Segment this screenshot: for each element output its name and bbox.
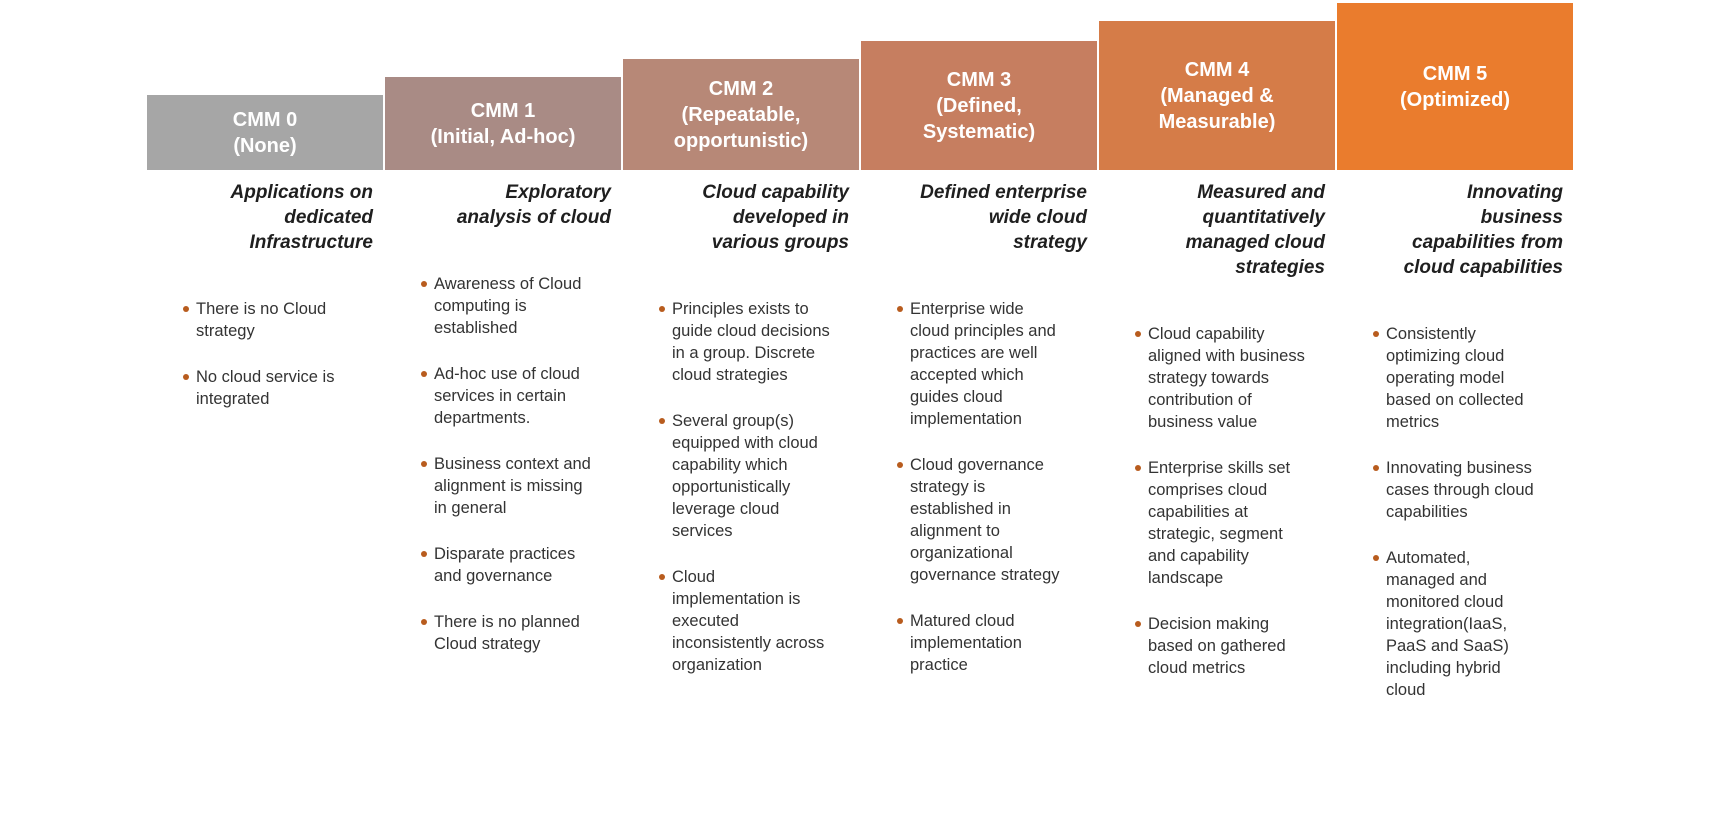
bullet-dot	[421, 461, 427, 467]
bullet-dot	[1135, 331, 1141, 337]
cmm1-header-box: CMM 1 (Initial, Ad-hoc)	[385, 77, 621, 170]
bullet-dot	[897, 462, 903, 468]
bullet-item: Matured cloud implementation practice	[897, 610, 1095, 676]
cmm4-subtitle: Measured and quantitatively managed clou…	[1185, 182, 1325, 278]
bullet-dot	[183, 374, 189, 380]
bullet-dot	[897, 306, 903, 312]
bullet-text: Several group(s) equipped with cloud cap…	[672, 412, 818, 540]
cmm4-header-box: CMM 4 (Managed & Measurable)	[1099, 21, 1335, 170]
cmm1-column: CMM 1 (Initial, Ad-hoc) Exploratory anal…	[385, 0, 621, 701]
bullet-item: Consistently optimizing cloud operating …	[1373, 323, 1571, 433]
cmm5-subtitle: Innovating business capabilities from cl…	[1403, 182, 1563, 278]
bullet-text: There is no Cloud strategy	[196, 300, 327, 340]
bullet-text: Ad-hoc use of cloud services in certain …	[434, 365, 580, 427]
bullet-item: Innovating business cases through cloud …	[1373, 457, 1571, 523]
bullet-item: Enterprise wide cloud principles and pra…	[897, 298, 1095, 430]
cmm2-subtitle: Cloud capability developed in various gr…	[702, 182, 849, 253]
bullet-dot	[1373, 331, 1379, 337]
cmm5-bullet-list: Consistently optimizing cloud operating …	[1337, 323, 1573, 701]
cmm-columns: CMM 0 (None) Applications on dedicated I…	[147, 0, 1573, 701]
cmm3-header-box: CMM 3 (Defined, Systematic)	[861, 41, 1097, 170]
bullet-text: No cloud service is integrated	[196, 368, 335, 408]
bullet-text: There is no planned Cloud strategy	[434, 613, 580, 653]
bullet-dot	[659, 574, 665, 580]
bullet-dot	[659, 418, 665, 424]
bullet-text: Enterprise wide cloud principles and pra…	[910, 300, 1056, 428]
bullet-text: Automated, managed and monitored cloud i…	[1386, 549, 1509, 699]
cmm2-bullet-list: Principles exists to guide cloud decisio…	[623, 298, 859, 676]
cmm4-bullet-list: Cloud capability aligned with business s…	[1099, 323, 1335, 679]
bullet-dot	[421, 371, 427, 377]
cmm5-header-box: CMM 5 (Optimized)	[1337, 3, 1573, 170]
bullet-dot	[421, 281, 427, 287]
bullet-dot	[183, 306, 189, 312]
bullet-text: Principles exists to guide cloud decisio…	[672, 300, 830, 384]
cmm0-column: CMM 0 (None) Applications on dedicated I…	[147, 0, 383, 701]
bullet-text: Cloud capability aligned with business s…	[1148, 325, 1305, 431]
bullet-dot	[1373, 465, 1379, 471]
bullet-item: There is no Cloud strategy	[183, 298, 381, 342]
bullet-item: Enterprise skills set comprises cloud ca…	[1135, 457, 1333, 589]
bullet-dot	[421, 619, 427, 625]
bullet-dot	[1135, 621, 1141, 627]
cmm4-column: CMM 4 (Managed & Measurable) Measured an…	[1099, 0, 1335, 701]
cmm0-header-box: CMM 0 (None)	[147, 95, 383, 170]
bullet-item: Disparate practices and governance	[421, 543, 619, 587]
bullet-item: Principles exists to guide cloud decisio…	[659, 298, 857, 386]
bullet-dot	[659, 306, 665, 312]
bullet-item: Business context and alignment is missin…	[421, 453, 619, 519]
bullet-dot	[421, 551, 427, 557]
cmm1-bullet-list: Awareness of Cloud computing is establis…	[385, 273, 621, 655]
bullet-item: No cloud service is integrated	[183, 366, 381, 410]
cmm3-bullet-list: Enterprise wide cloud principles and pra…	[861, 298, 1097, 676]
cmm0-bullet-list: There is no Cloud strategy No cloud serv…	[147, 298, 383, 410]
bullet-item: Automated, managed and monitored cloud i…	[1373, 547, 1571, 701]
cmm3-column: CMM 3 (Defined, Systematic) Defined ente…	[861, 0, 1097, 701]
cmm2-column: CMM 2 (Repeatable, opportunistic) Cloud …	[623, 0, 859, 701]
bullet-text: Consistently optimizing cloud operating …	[1386, 325, 1524, 431]
bullet-item: There is no planned Cloud strategy	[421, 611, 619, 655]
bullet-text: Matured cloud implementation practice	[910, 612, 1022, 674]
bullet-dot	[1373, 555, 1379, 561]
bullet-item: Cloud implementation is executed inconsi…	[659, 566, 857, 676]
bullet-item: Decision making based on gathered cloud …	[1135, 613, 1333, 679]
cmm3-subtitle: Defined enterprise wide cloud strategy	[920, 182, 1087, 253]
bullet-item: Ad-hoc use of cloud services in certain …	[421, 363, 619, 429]
bullet-text: Cloud implementation is executed inconsi…	[672, 568, 825, 674]
bullet-dot	[1135, 465, 1141, 471]
bullet-item: Several group(s) equipped with cloud cap…	[659, 410, 857, 542]
bullet-item: Cloud governance strategy is established…	[897, 454, 1095, 586]
bullet-text: Awareness of Cloud computing is establis…	[434, 275, 582, 337]
bullet-text: Decision making based on gathered cloud …	[1148, 615, 1286, 677]
bullet-text: Disparate practices and governance	[434, 545, 576, 585]
cmm0-subtitle: Applications on dedicated Infrastructure	[230, 182, 374, 253]
bullet-text: Business context and alignment is missin…	[434, 455, 591, 517]
cmm5-column: CMM 5 (Optimized) Innovating business ca…	[1337, 0, 1573, 701]
bullet-text: Innovating business cases through cloud …	[1386, 459, 1534, 521]
cmm1-subtitle: Exploratory analysis of cloud	[456, 182, 611, 228]
bullet-item: Awareness of Cloud computing is establis…	[421, 273, 619, 339]
bullet-dot	[897, 618, 903, 624]
bullet-item: Cloud capability aligned with business s…	[1135, 323, 1333, 433]
bullet-text: Enterprise skills set comprises cloud ca…	[1148, 459, 1291, 587]
cmm2-header-box: CMM 2 (Repeatable, opportunistic)	[623, 59, 859, 170]
bullet-text: Cloud governance strategy is established…	[910, 456, 1060, 584]
